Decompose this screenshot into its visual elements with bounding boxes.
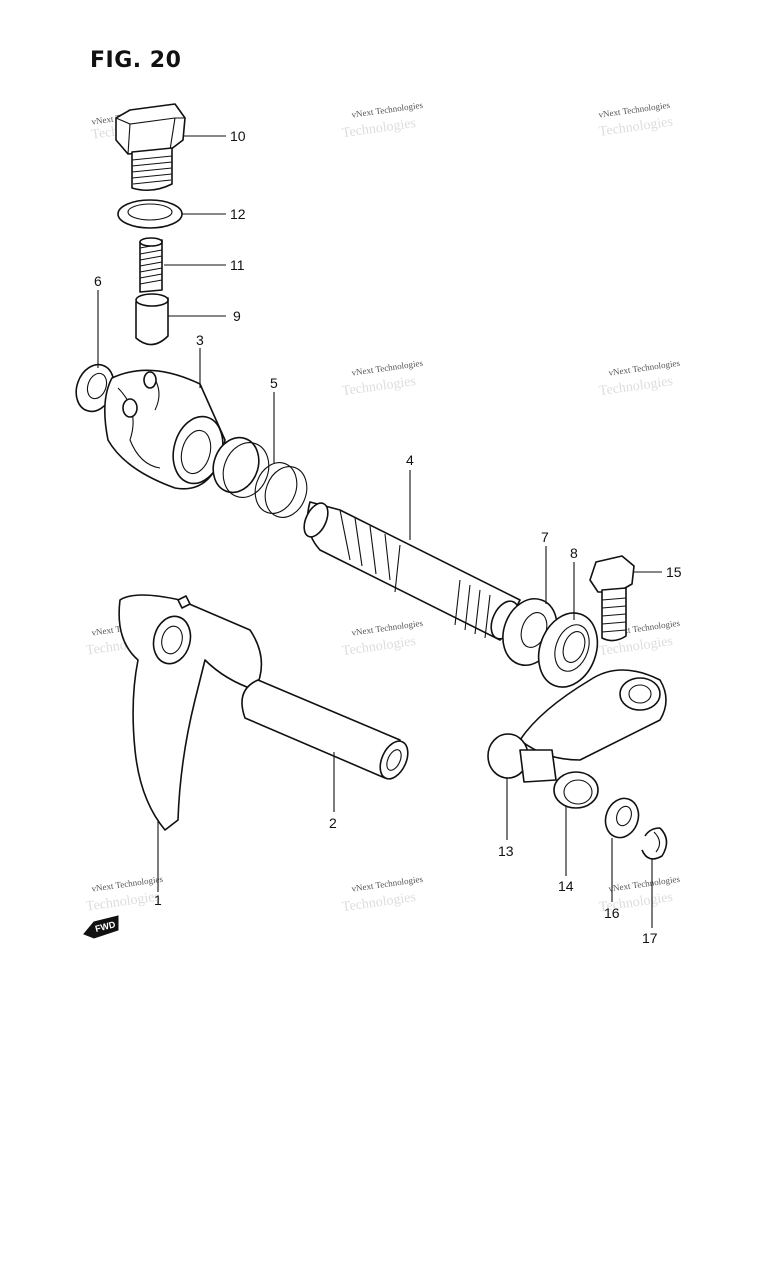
watermark: Technologies vNext Technologies (341, 358, 424, 399)
leader-lines (97, 135, 662, 928)
svg-text:Technologies: Technologies (341, 890, 417, 915)
part-5-springs (212, 436, 308, 518)
callout-4: 4 (406, 452, 414, 468)
svg-text:Technologies: Technologies (341, 374, 417, 399)
part-16-washer (604, 797, 640, 839)
svg-text:Technologies: Technologies (341, 116, 417, 141)
svg-text:Technologies: Technologies (85, 889, 161, 914)
part-1-shift-fork (118, 594, 263, 831)
part-3-shift-cam (104, 369, 226, 490)
svg-text:Technologies: Technologies (598, 115, 674, 140)
callout-16: 16 (604, 905, 620, 921)
part-12-washer (117, 199, 183, 229)
callout-7: 7 (541, 529, 549, 545)
watermark: Technologies vNext Technologies (341, 618, 424, 659)
callout-3: 3 (196, 332, 204, 348)
callout-17: 17 (642, 930, 658, 946)
callout-5: 5 (270, 375, 278, 391)
callout-2: 2 (329, 815, 337, 831)
callout-11: 11 (230, 257, 245, 273)
svg-text:Technologies: Technologies (598, 374, 674, 399)
part-11-spring (139, 237, 163, 293)
callout-14: 14 (558, 878, 574, 894)
watermark: Technologies vNext Technologies (598, 100, 674, 140)
callout-15: 15 (666, 564, 682, 580)
callout-6: 6 (94, 273, 102, 289)
part-17-circlip (641, 827, 668, 860)
callout-13: 13 (498, 843, 514, 859)
part-13-shift-arm (487, 669, 667, 783)
fwd-arrow-icon: FWD (83, 915, 119, 939)
part-14-collar (553, 771, 599, 809)
part-9-pin (135, 293, 169, 346)
part-8-oil-seal (537, 612, 599, 688)
watermark: Technologies vNext Technologies (598, 358, 681, 399)
callout-10: 10 (230, 128, 246, 144)
callout-8: 8 (570, 545, 578, 561)
figure-title: FIG. 20 (90, 48, 182, 73)
callout-12: 12 (230, 206, 246, 222)
watermark: Technologies vNext Technologies (341, 100, 424, 141)
svg-text:Technologies: Technologies (341, 634, 417, 659)
watermark: Technologies vNext Technologies (341, 874, 424, 915)
part-15-bolt (589, 555, 635, 642)
callout-9: 9 (233, 308, 241, 324)
callouts: 10 12 11 9 6 3 5 4 7 8 15 2 1 13 14 16 1… (94, 128, 682, 946)
part-2-fork-shaft (241, 679, 409, 780)
svg-text:FWD: FWD (94, 919, 117, 934)
part-10-bolt (115, 103, 186, 192)
callout-1: 1 (154, 892, 162, 908)
